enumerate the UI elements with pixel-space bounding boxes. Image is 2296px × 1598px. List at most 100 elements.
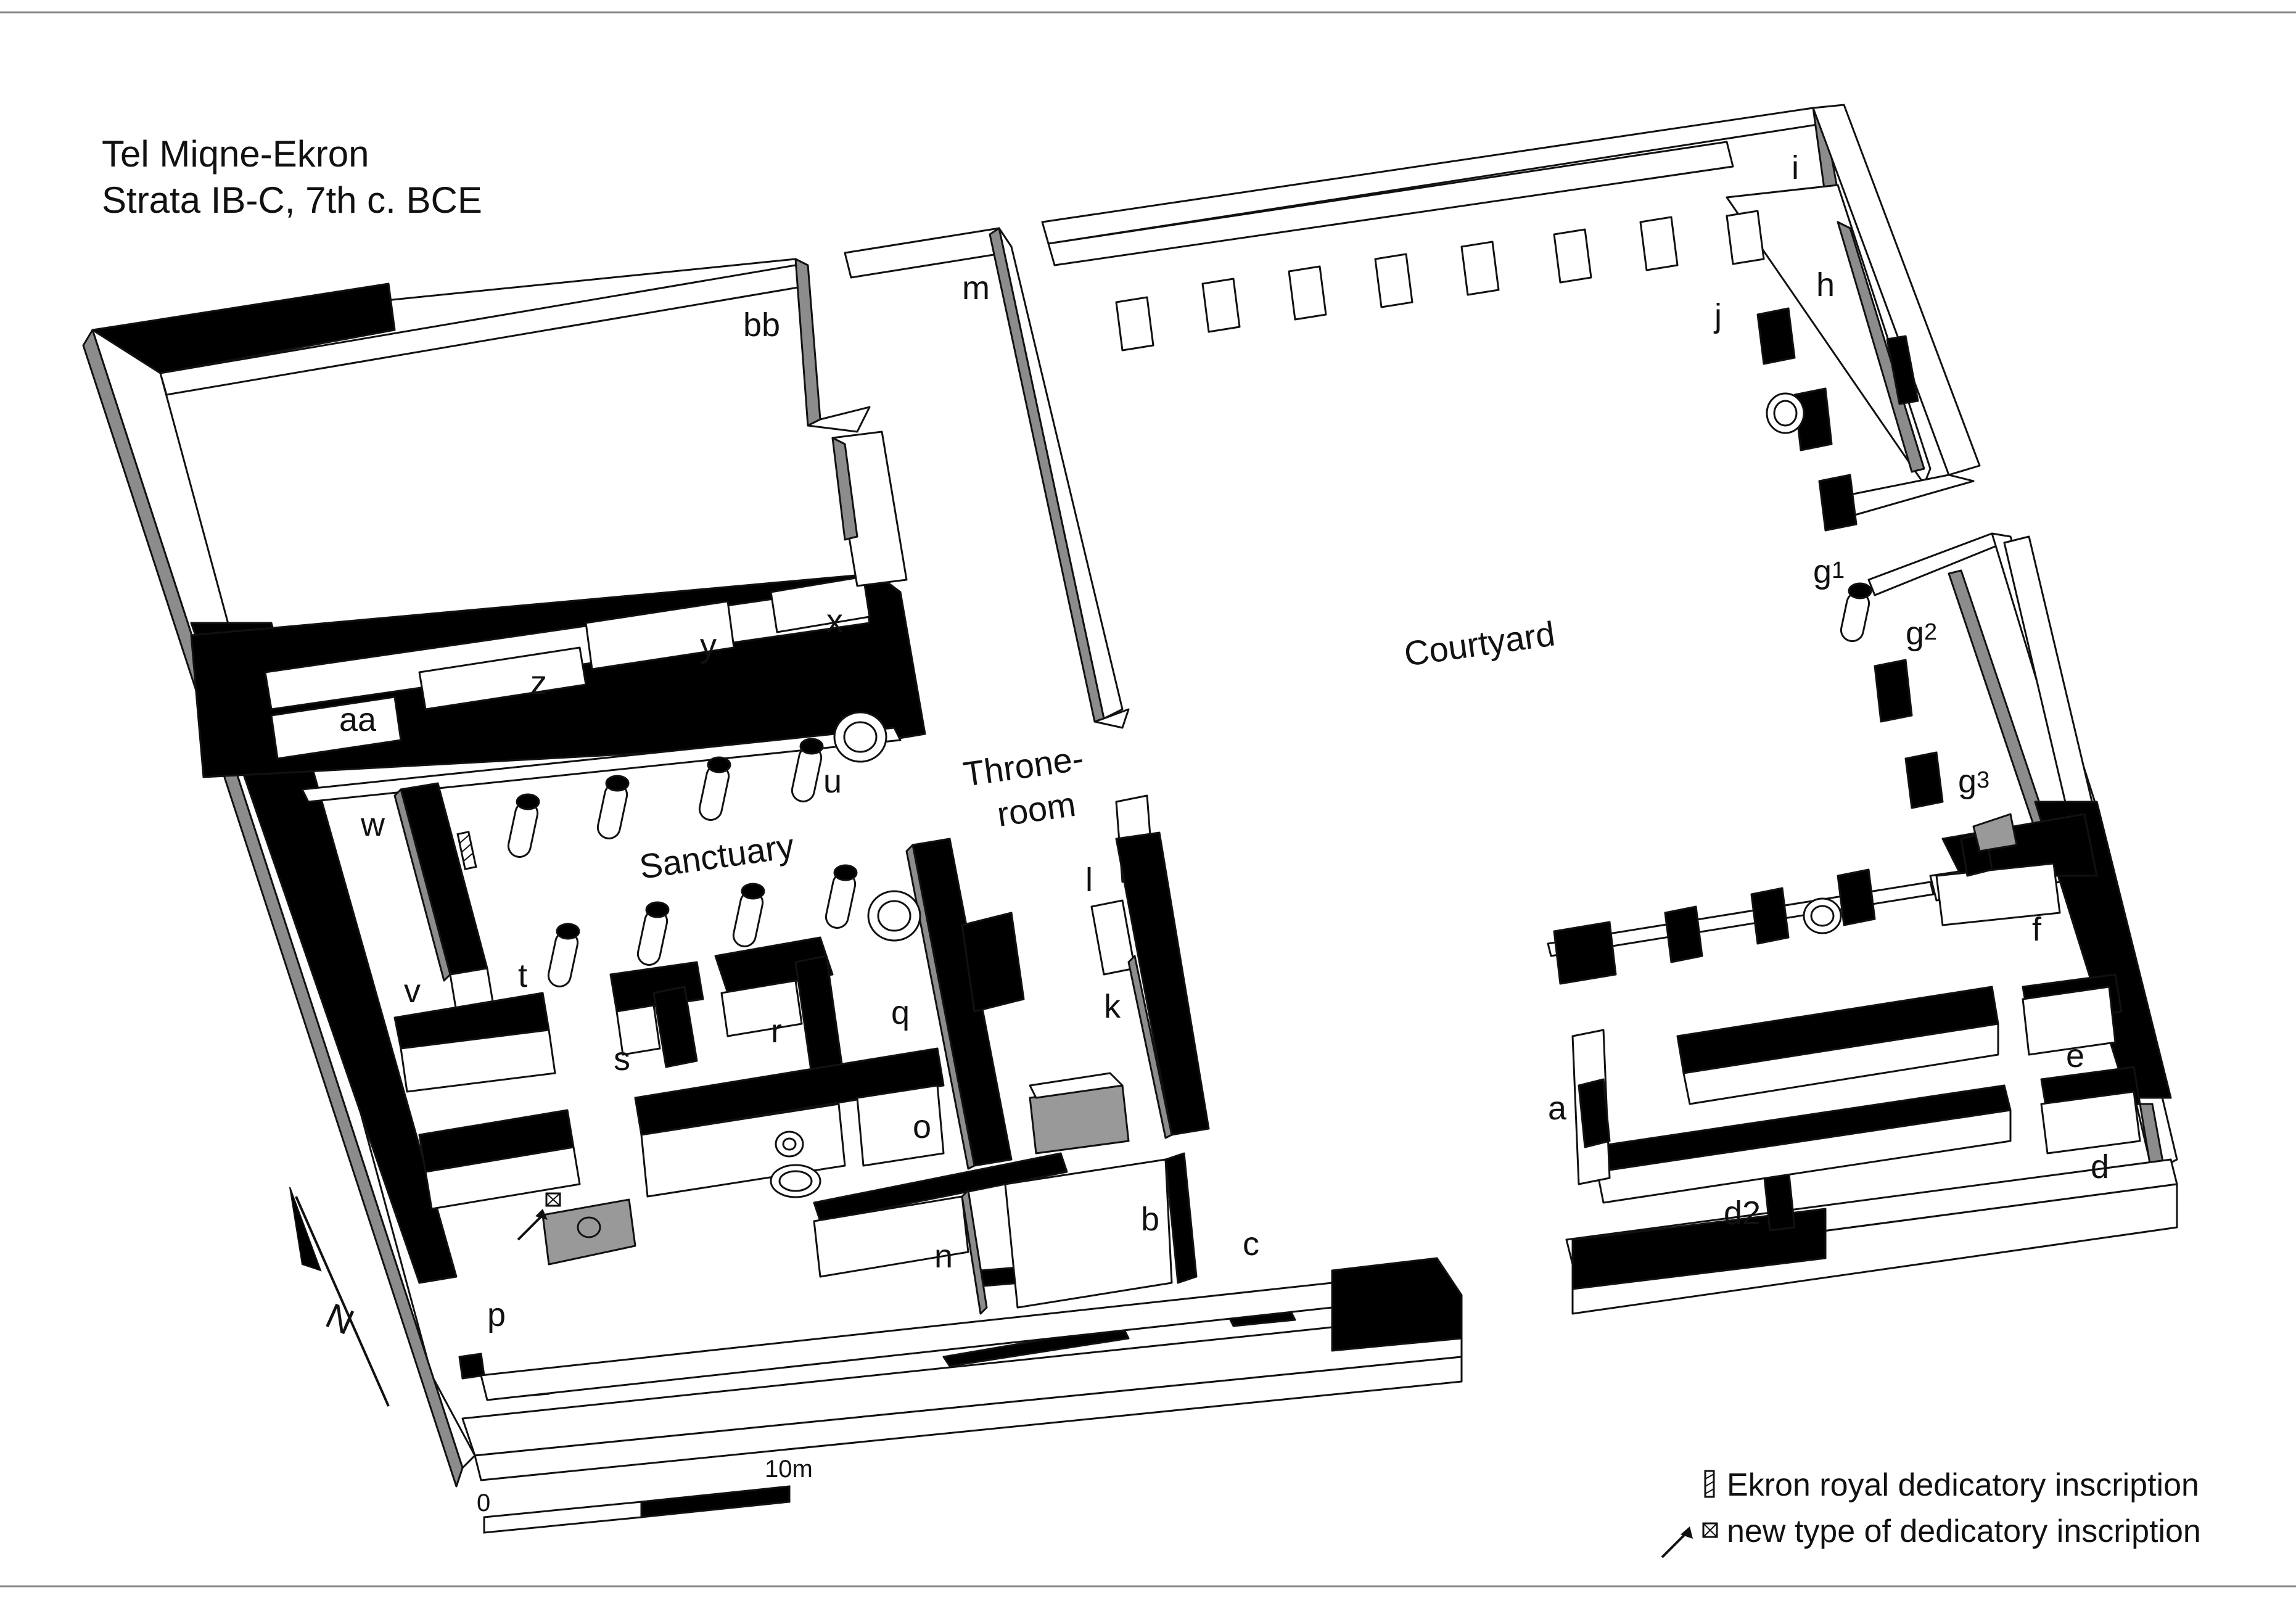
wall-label-g1-letter: g (1813, 553, 1832, 590)
walls (82, 104, 2178, 1488)
wall-y-front (585, 600, 735, 670)
wall-label-k: k (1104, 988, 1121, 1025)
scale-label-zero: 0 (477, 1489, 490, 1517)
wall-label-bb: bb (743, 307, 780, 344)
wall-n-front (813, 1195, 969, 1278)
wall-x-back-side (831, 437, 858, 541)
wall-label-s: s (614, 1040, 630, 1077)
legend: Ekron royal dedicatory inscription new t… (1661, 1467, 2201, 1559)
scale-bar: 0 10m (477, 1456, 813, 1534)
wall-label-g2-letter: g (1906, 615, 1924, 652)
wall-label-x: x (826, 603, 843, 640)
wall-label-u: u (823, 763, 842, 800)
base-ring (833, 711, 887, 763)
wall-h-side (1837, 221, 1925, 473)
wall-m-long-side (989, 227, 1105, 723)
north-wall-east-top (1041, 107, 1827, 245)
wall-label-e: e (2066, 1037, 2084, 1074)
wall-label-g2: g2 (1906, 615, 1937, 652)
column (507, 793, 540, 858)
room-label-sanctuary: Sanctuary (637, 826, 796, 886)
west-wall-top (91, 329, 476, 1469)
column (732, 883, 765, 947)
north-wall-east-front (1047, 141, 1734, 266)
wall-z-front (418, 646, 587, 710)
column (698, 756, 731, 821)
west-wall-side (82, 329, 464, 1488)
wall-q-arm (961, 912, 1025, 1013)
wall-o-box (856, 1084, 945, 1167)
wall-r-front (720, 979, 803, 1037)
wall-h-dark (1886, 335, 1919, 405)
wall-b-dark (1164, 1152, 1198, 1284)
wall-f-front (1935, 862, 2061, 926)
wall-letters: a b c d d2 e f g1 g2 g3 h i j k l m n o … (339, 149, 2109, 1333)
g3-steps (1972, 813, 2018, 852)
column (791, 738, 824, 802)
wall-m-end (1093, 708, 1130, 729)
south-wall-front (474, 1356, 1463, 1481)
wall-label-o: o (913, 1108, 931, 1145)
wall-w-dark (400, 782, 488, 976)
west-wall-dark (190, 622, 458, 1284)
column (1840, 582, 1872, 643)
column (596, 775, 630, 839)
wall-label-g3: g3 (1958, 763, 1989, 800)
new-inscription-marker (517, 1192, 561, 1241)
wall-m-long-top (998, 227, 1124, 720)
wall-o-dark (634, 1047, 945, 1136)
wall-label-v: v (404, 973, 421, 1010)
wall-q-side (905, 844, 976, 1170)
royal-inscription-marker (456, 830, 477, 871)
wall-label-g2-sub: 2 (1924, 619, 1937, 645)
wall-aa-front (270, 696, 402, 760)
wall-k-dark (1115, 831, 1210, 1136)
wall-d2-dark (1571, 1208, 1827, 1290)
wall-e2-top (2040, 1090, 2141, 1155)
wall-g2-top (1867, 532, 2006, 596)
legend-new-type-text: new type of dedicatory inscription (1727, 1514, 2201, 1549)
wall-label-g1: g1 (1813, 553, 1845, 590)
wall-label-q: q (891, 994, 910, 1031)
wall-label-c: c (1243, 1225, 1259, 1262)
wall-label-g1-sub: 1 (1832, 558, 1845, 583)
south-wall-dark-1 (1331, 1257, 1463, 1352)
wall-v-side (393, 788, 451, 982)
column (636, 901, 670, 966)
base-ring (775, 1131, 804, 1158)
east-wall-north-inner (1726, 184, 1932, 485)
courtyard-north-pillars (1115, 210, 1765, 352)
courtyard-east-pillars (1553, 307, 1993, 985)
scale-bar-black (640, 1485, 791, 1518)
wall-t-front (400, 1029, 556, 1093)
scale-bar-white (483, 1501, 643, 1534)
north-label: N (320, 1296, 360, 1343)
wall-label-i: i (1792, 149, 1799, 186)
title-line-2: Strata IB-C, 7th c. BCE (102, 179, 482, 221)
wall-n-dark (813, 1152, 1068, 1222)
north-arrow-head (289, 1187, 322, 1272)
wall-e-top (2022, 986, 2117, 1056)
room-label-throne-2: room (995, 785, 1078, 834)
base-ring (770, 1164, 821, 1198)
wall-label-m: m (962, 270, 990, 307)
legend-royal: Ekron royal dedicatory inscription (1704, 1467, 2199, 1503)
wall-label-t: t (518, 957, 527, 994)
title-line-1: Tel Miqne-Ekron (102, 133, 369, 175)
wall-label-p: p (487, 1296, 506, 1333)
wall-bb-side (794, 258, 821, 427)
scale-label-ten: 10m (765, 1456, 813, 1483)
column (547, 923, 580, 987)
base-ring (1803, 897, 1842, 934)
column-bases (770, 392, 1842, 1198)
wall-label-d2: d2 (1724, 1195, 1761, 1232)
wall-n-side (961, 1189, 988, 1315)
legend-royal-text: Ekron royal dedicatory inscription (1727, 1467, 2199, 1503)
wall-label-g3-sub: 3 (1977, 767, 1989, 793)
wall-label-y: y (700, 627, 717, 664)
wall-label-z: z (530, 664, 547, 701)
wall-d-front (1571, 1183, 2178, 1315)
base-ring (1766, 392, 1805, 434)
stone-block (541, 1198, 636, 1266)
